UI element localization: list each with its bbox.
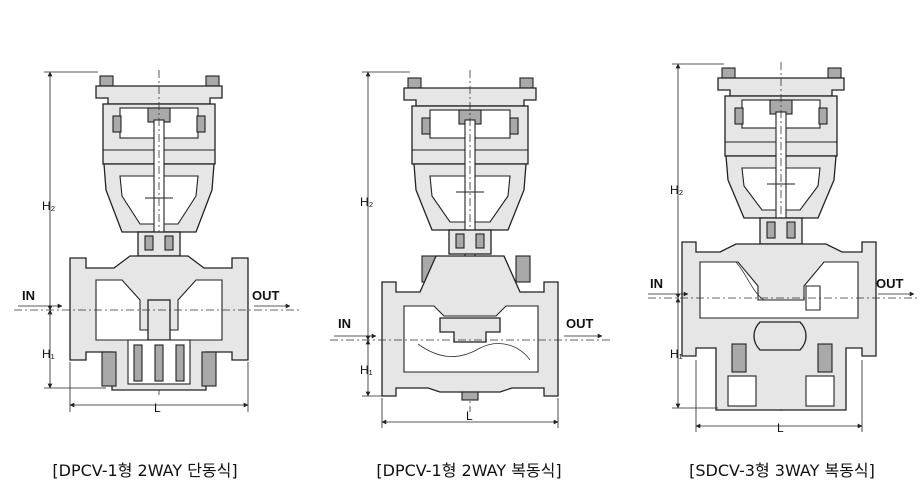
h1-label: H₁ xyxy=(670,347,683,361)
h2-label: H₂ xyxy=(42,199,56,213)
in-label: IN xyxy=(338,316,351,331)
caption-sdcv3-double: [SDCV-3형 3WAY 복동식] xyxy=(689,461,875,480)
out-label: OUT xyxy=(252,288,280,303)
in-label: IN xyxy=(650,276,663,291)
h1-label: H₁ xyxy=(360,363,373,377)
valve-dpcv1-double-acting: H₂ H₁ L IN OUT xyxy=(330,70,610,428)
l-label: L xyxy=(466,409,473,423)
l-label: L xyxy=(154,401,161,415)
h2-label: H₂ xyxy=(670,183,684,197)
out-label: OUT xyxy=(876,276,904,291)
in-label: IN xyxy=(22,288,35,303)
caption-dpcv1-single: [DPCV-1형 2WAY 단동식] xyxy=(52,461,238,480)
valve-dpcv1-single-acting: H₂ H₁ L IN OUT xyxy=(14,70,300,415)
h2-label: H₂ xyxy=(360,195,374,209)
h1-label: H₁ xyxy=(42,347,55,361)
l-label: L xyxy=(777,421,784,435)
valve-sdcv3-double-acting: H₂ H₁ L IN OUT xyxy=(648,62,918,435)
out-label: OUT xyxy=(566,316,594,331)
caption-dpcv1-double: [DPCV-1형 2WAY 복동식] xyxy=(376,461,562,480)
